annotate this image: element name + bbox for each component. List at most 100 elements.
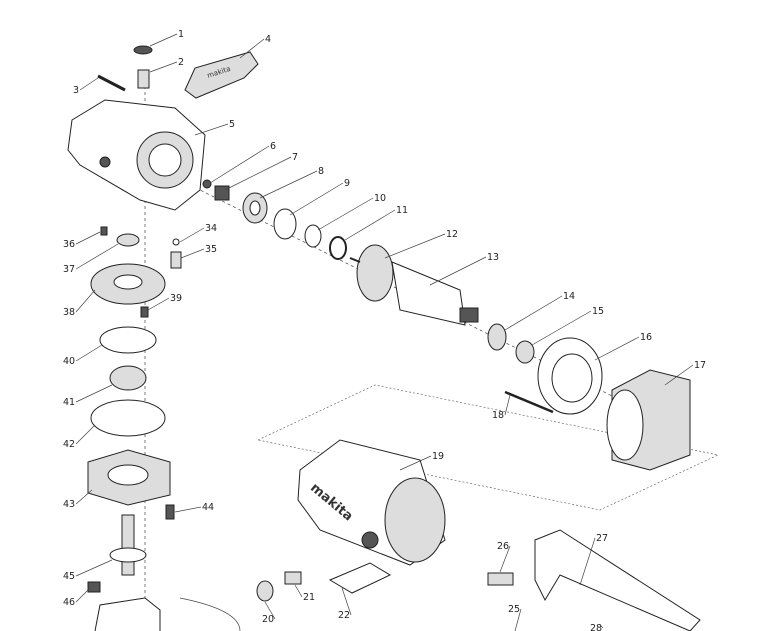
part-bearing-37 xyxy=(116,233,140,247)
leader-line-26 xyxy=(499,545,511,573)
part-bearing-15 xyxy=(515,340,535,364)
leader-line-36 xyxy=(75,231,101,245)
part-number-label: 7 xyxy=(292,152,298,163)
leader-line-40 xyxy=(75,344,103,362)
part-number-label: 26 xyxy=(497,541,509,552)
leader-line-11 xyxy=(344,209,396,241)
part-labels: 1234567891011121314151617181920212225262… xyxy=(63,29,706,631)
part-bearing-14 xyxy=(487,323,507,351)
part-number-label: 15 xyxy=(592,306,604,317)
part-number-label: 17 xyxy=(694,360,706,371)
part-handle-27 xyxy=(534,529,701,631)
leader-line-38 xyxy=(75,289,96,313)
leader-line-18 xyxy=(504,394,511,416)
part-number-label: 4 xyxy=(265,34,271,45)
part-washer xyxy=(133,45,153,55)
part-number-label: 6 xyxy=(270,141,276,152)
part-number-label: 45 xyxy=(63,571,75,582)
part-carbon-brush-21 xyxy=(284,571,302,585)
leader-line-34 xyxy=(179,227,205,243)
part-26 xyxy=(487,572,514,586)
part-bearing-41 xyxy=(109,365,147,391)
gear-hub xyxy=(113,274,143,290)
leader-line-3 xyxy=(79,77,99,91)
leader-line-10 xyxy=(317,197,374,231)
assembly-outline xyxy=(257,384,719,511)
leader-line-2 xyxy=(149,61,178,73)
leader-line-12 xyxy=(384,233,446,259)
leader-line-17 xyxy=(664,364,694,386)
leader-line-21 xyxy=(294,584,303,598)
part-number-label: 37 xyxy=(63,264,75,275)
part-number-label: 21 xyxy=(303,592,315,603)
leader-line-39 xyxy=(147,297,170,311)
part-number-label: 10 xyxy=(374,193,386,204)
part-label-22 xyxy=(328,562,392,594)
leader-line-6 xyxy=(209,145,270,184)
part-number-label: 42 xyxy=(63,439,75,450)
leader-line-22 xyxy=(341,587,352,616)
part-screw xyxy=(97,74,126,92)
part-fan-12 xyxy=(356,244,394,302)
part-number-label: 39 xyxy=(170,293,182,304)
part-cover xyxy=(184,51,259,99)
part-screw-46 xyxy=(87,581,101,593)
part-number-label: 18 xyxy=(492,410,504,421)
leader-line-35 xyxy=(180,248,205,259)
bearing-box-bore xyxy=(107,464,149,486)
leader-line-43 xyxy=(75,489,93,505)
part-ring-9 xyxy=(273,208,297,240)
leader-line-44 xyxy=(174,506,202,513)
part-number-label: 46 xyxy=(63,597,75,608)
part-spring xyxy=(137,69,150,89)
part-o-ring-42 xyxy=(90,399,166,437)
leader-line-27 xyxy=(579,537,596,586)
field-face xyxy=(606,389,644,461)
leader-line-25 xyxy=(514,608,522,631)
part-number-label: 13 xyxy=(487,252,499,263)
leader-line-14 xyxy=(504,295,563,331)
part-number-label: 40 xyxy=(63,356,75,367)
leader-line-5 xyxy=(194,123,229,136)
part-number-label: 11 xyxy=(396,205,408,216)
part-number-label: 3 xyxy=(73,85,79,96)
bearing-8-inner xyxy=(249,200,261,216)
part-number-label: 19 xyxy=(432,451,444,462)
part-number-label: 27 xyxy=(596,533,608,544)
leader-line-13 xyxy=(429,256,487,286)
part-number-label: 9 xyxy=(344,178,350,189)
leader-line-9 xyxy=(289,182,344,216)
leader-line-15 xyxy=(531,310,592,346)
leader-line-45 xyxy=(75,559,113,577)
part-retaining-ring-11 xyxy=(329,236,347,260)
housing-hole xyxy=(99,156,111,168)
part-pinion xyxy=(214,185,230,201)
part-36 xyxy=(100,226,108,236)
part-number-label: 44 xyxy=(202,502,214,513)
spindle-flange xyxy=(109,547,147,563)
part-wheel-guard xyxy=(94,597,161,631)
part-number-label: 34 xyxy=(205,223,217,234)
part-plate-40 xyxy=(99,326,157,354)
leader-line-41 xyxy=(75,384,113,403)
leader-line-28 xyxy=(599,624,604,629)
part-number-label: 20 xyxy=(262,614,274,625)
part-screw-44 xyxy=(165,504,175,520)
part-number-label: 12 xyxy=(446,229,458,240)
part-armature-13 xyxy=(391,261,466,326)
part-number-label: 41 xyxy=(63,397,75,408)
part-number-label: 14 xyxy=(563,291,575,302)
part-number-label: 1 xyxy=(178,29,184,40)
part-number-label: 25 xyxy=(508,604,520,615)
leader-line-16 xyxy=(594,336,640,361)
part-number-label: 36 xyxy=(63,239,75,250)
part-35 xyxy=(170,251,182,269)
part-brush-cap-20 xyxy=(256,580,274,602)
part-number-label: 38 xyxy=(63,307,75,318)
guard-arc xyxy=(179,597,241,631)
leader-line-20 xyxy=(264,601,276,620)
leader-line-1 xyxy=(149,33,178,47)
leader-line-46 xyxy=(75,587,91,603)
